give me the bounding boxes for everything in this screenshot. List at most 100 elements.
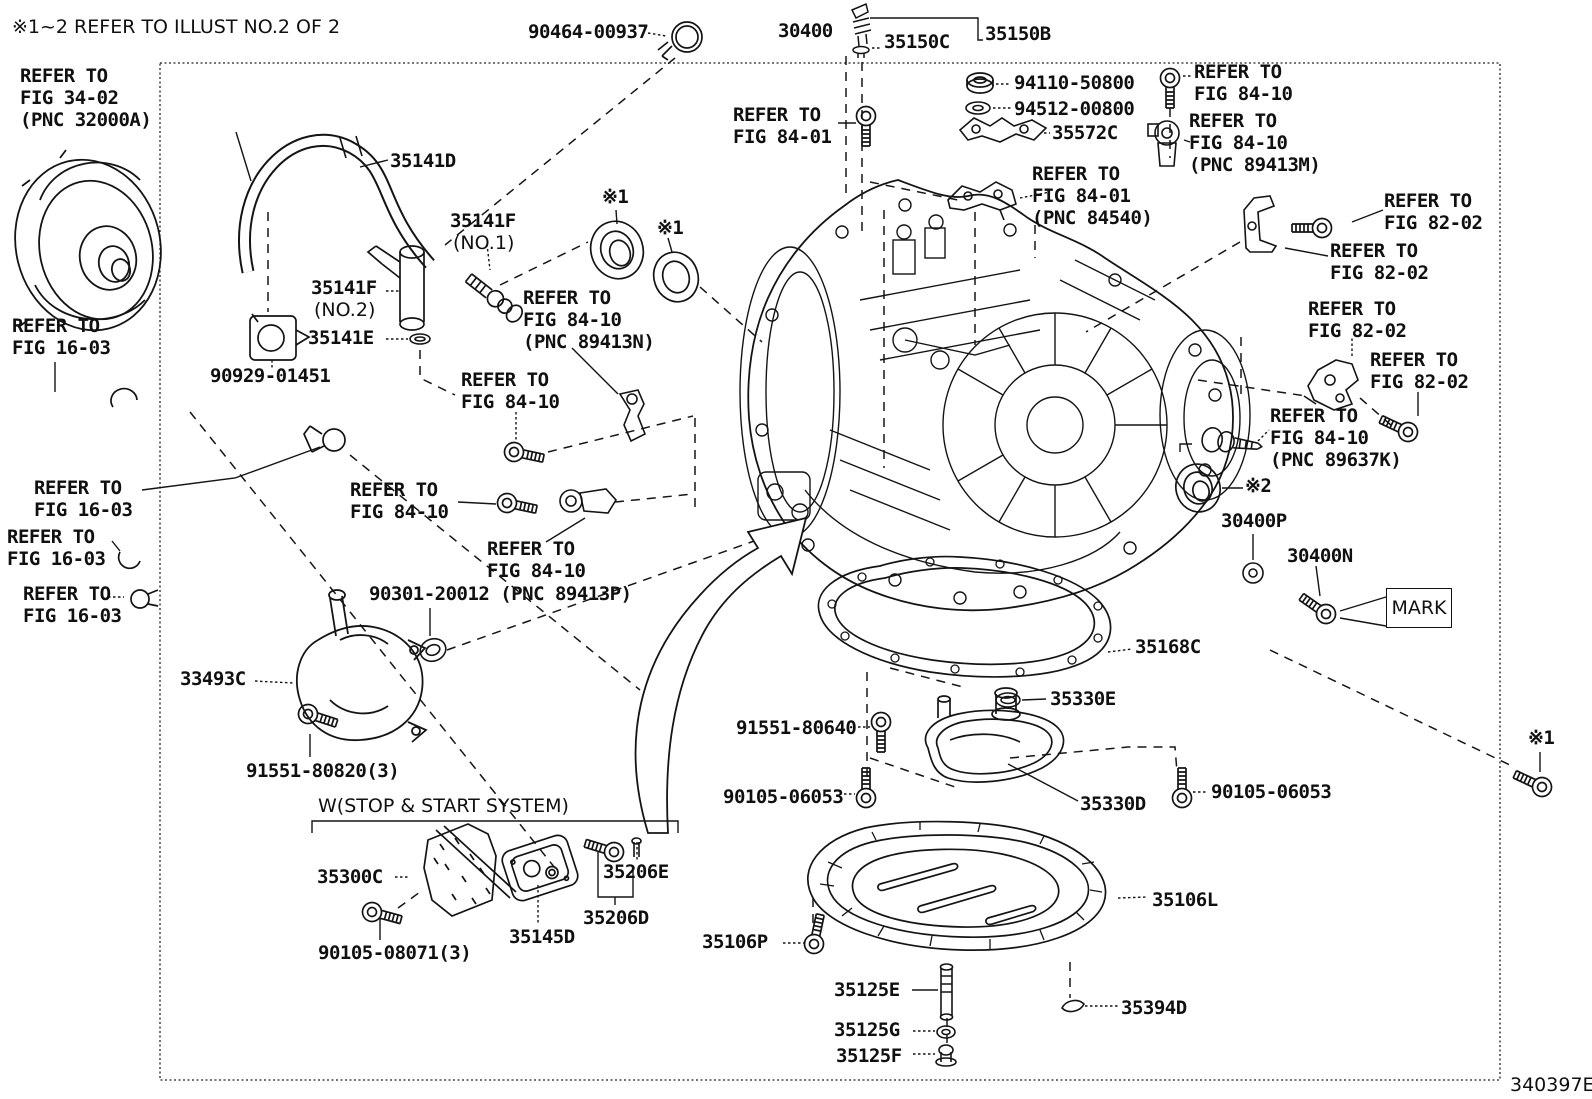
bolt-fig84-01 xyxy=(855,105,877,147)
label-35168c: 35168C xyxy=(1135,636,1201,658)
label-30400: 30400 xyxy=(778,20,833,42)
transaxle-case xyxy=(739,179,1251,612)
label-35330d: 35330D xyxy=(1080,793,1146,815)
label-stop-start-system: W(STOP & START SYSTEM) xyxy=(318,795,569,817)
label-ref-fig84-01: REFER TO FIG 84-01 xyxy=(733,104,832,148)
label-ref-fig84-10-89637k: REFER TO FIG 84-10 (PNC 89637K) xyxy=(1270,405,1402,471)
label-35206d: 35206D xyxy=(583,907,649,929)
label-ref-fig34-02: REFER TO FIG 34-02 (PNC 32000A) xyxy=(20,65,152,131)
oil-strainer-35330d xyxy=(924,687,1065,783)
sensor-89413n xyxy=(618,389,647,443)
label-ref-fig82-02-1: REFER TO FIG 82-02 xyxy=(1384,190,1483,234)
oil-cooler xyxy=(296,589,428,743)
elbow-mark xyxy=(1179,443,1192,452)
label-star1-right: ※1 xyxy=(1528,727,1555,749)
nut-94110 xyxy=(966,72,994,94)
label-90929-01451: 90929-01451 xyxy=(210,365,331,387)
oil-seal-1 xyxy=(589,220,645,280)
label-35394d: 35394D xyxy=(1121,997,1187,1019)
label-ref-fig16-03-3: REFER TO FIG 16-03 xyxy=(7,526,106,570)
torque-converter xyxy=(14,149,162,332)
label-90105-06053-right: 90105-06053 xyxy=(1211,781,1332,803)
label-35572c: 35572C xyxy=(1052,122,1118,144)
bracket-8202-mid xyxy=(1303,359,1359,411)
label-ref-fig84-10-top: REFER TO FIG 84-10 xyxy=(1194,61,1293,105)
label-35106l: 35106L xyxy=(1152,889,1218,911)
bolt-35106p xyxy=(801,911,831,957)
note-illust: ※1~2 REFER TO ILLUST NO.2 OF 2 xyxy=(12,16,341,38)
breather-35150b xyxy=(850,2,872,47)
oil-seal-star2 xyxy=(1175,463,1221,513)
label-30400n: 30400N xyxy=(1287,545,1353,567)
bracket-84540 xyxy=(947,181,1017,221)
bolt-fig84-10-b xyxy=(494,490,540,520)
oil-pan-35106l xyxy=(807,820,1107,951)
label-ref-fig84-10-89413m: REFER TO FIG 84-10 (PNC 89413M) xyxy=(1189,110,1321,176)
bolt-8202-top xyxy=(1291,217,1333,239)
label-90105-06053-left: 90105-06053 xyxy=(723,786,844,808)
label-35300c: 35300C xyxy=(317,866,383,888)
clip-icons xyxy=(110,387,346,609)
plate-35300c xyxy=(423,823,517,917)
label-35150c: 35150C xyxy=(884,31,950,53)
bolt-90105-right xyxy=(1171,767,1193,809)
bolt-91551-80640 xyxy=(870,711,892,753)
label-30400p: 30400P xyxy=(1221,510,1287,532)
label-35330e: 35330E xyxy=(1050,688,1116,710)
label-35125f: 35125F xyxy=(836,1045,902,1067)
hose-clamp-90464 xyxy=(657,21,703,61)
grommet-90929 xyxy=(249,313,311,361)
label-ref-fig16-03-4: REFER TO FIG 16-03 xyxy=(23,583,122,627)
label-star1-b: ※1 xyxy=(657,217,684,239)
label-drawing-number: 340397E xyxy=(1510,1074,1592,1096)
label-91551-80820: 91551-80820(3) xyxy=(246,760,400,782)
label-35141d: 35141D xyxy=(390,150,456,172)
label-no2: (NO.2) xyxy=(314,299,376,321)
stud-35125e xyxy=(939,963,954,1021)
label-35106p: 35106P xyxy=(702,931,768,953)
mark-label: MARK xyxy=(1391,597,1447,619)
label-ref-fig16-03-1: REFER TO FIG 16-03 xyxy=(12,315,111,359)
sensor-89413m xyxy=(1147,120,1180,167)
label-35141f-no1: 35141F xyxy=(450,210,516,232)
switch-89637k xyxy=(1201,427,1263,453)
label-no1: (NO.1) xyxy=(453,232,515,254)
label-35206e: 35206E xyxy=(603,861,669,883)
label-ref-fig84-10-b: REFER TO FIG 84-10 xyxy=(350,479,449,523)
label-90105-08071: 90105-08071(3) xyxy=(318,942,472,964)
bracket-35572c xyxy=(958,117,1048,143)
label-ref-fig82-02-4: REFER TO FIG 82-02 xyxy=(1370,349,1469,393)
label-91551-80640: 91551-80640 xyxy=(736,717,857,739)
label-ref-fig84-10-89413n: REFER TO FIG 84-10 (PNC 89413N) xyxy=(523,287,655,353)
label-35145d: 35145D xyxy=(509,926,575,948)
leader-lines xyxy=(54,17,1541,991)
o-ring-35330e xyxy=(995,692,1021,708)
seal-35394d xyxy=(1061,999,1085,1013)
label-35125e: 35125E xyxy=(834,979,900,1001)
bolt-90105-left xyxy=(855,767,877,809)
washer-30400p xyxy=(1242,562,1264,584)
washer-35125g xyxy=(936,1025,956,1039)
mark-box: MARK xyxy=(1386,588,1452,628)
label-ref-fig84-10-a: REFER TO FIG 84-10 xyxy=(461,369,560,413)
speed-sensor xyxy=(559,488,617,514)
label-star1-a: ※1 xyxy=(602,186,629,208)
bolt-fig84-10-top xyxy=(1159,67,1181,109)
dotted-leaders xyxy=(108,32,1353,1055)
o-ring-35141e xyxy=(409,333,431,345)
cap-35150c xyxy=(852,45,870,58)
label-ref-fig82-02-2: REFER TO FIG 82-02 xyxy=(1330,240,1429,284)
label-ref-fig84-10-c: REFER TO FIG 84-10 xyxy=(487,538,586,582)
gasket-35145d xyxy=(501,834,579,902)
label-94110-50800: 94110-50800 xyxy=(1014,72,1135,94)
bolt-90105-08071 xyxy=(359,899,405,930)
elbow-joint-no2 xyxy=(366,245,425,331)
label-35141f-no2: 35141F xyxy=(311,277,377,299)
projection-lines xyxy=(189,56,1513,1044)
label-35125g: 35125G xyxy=(834,1019,900,1041)
plug-35125f xyxy=(935,1044,957,1067)
label-ref-fig84-01-84540: REFER TO FIG 84-01 (PNC 84540) xyxy=(1032,163,1153,229)
bolt-35206d xyxy=(581,833,627,865)
